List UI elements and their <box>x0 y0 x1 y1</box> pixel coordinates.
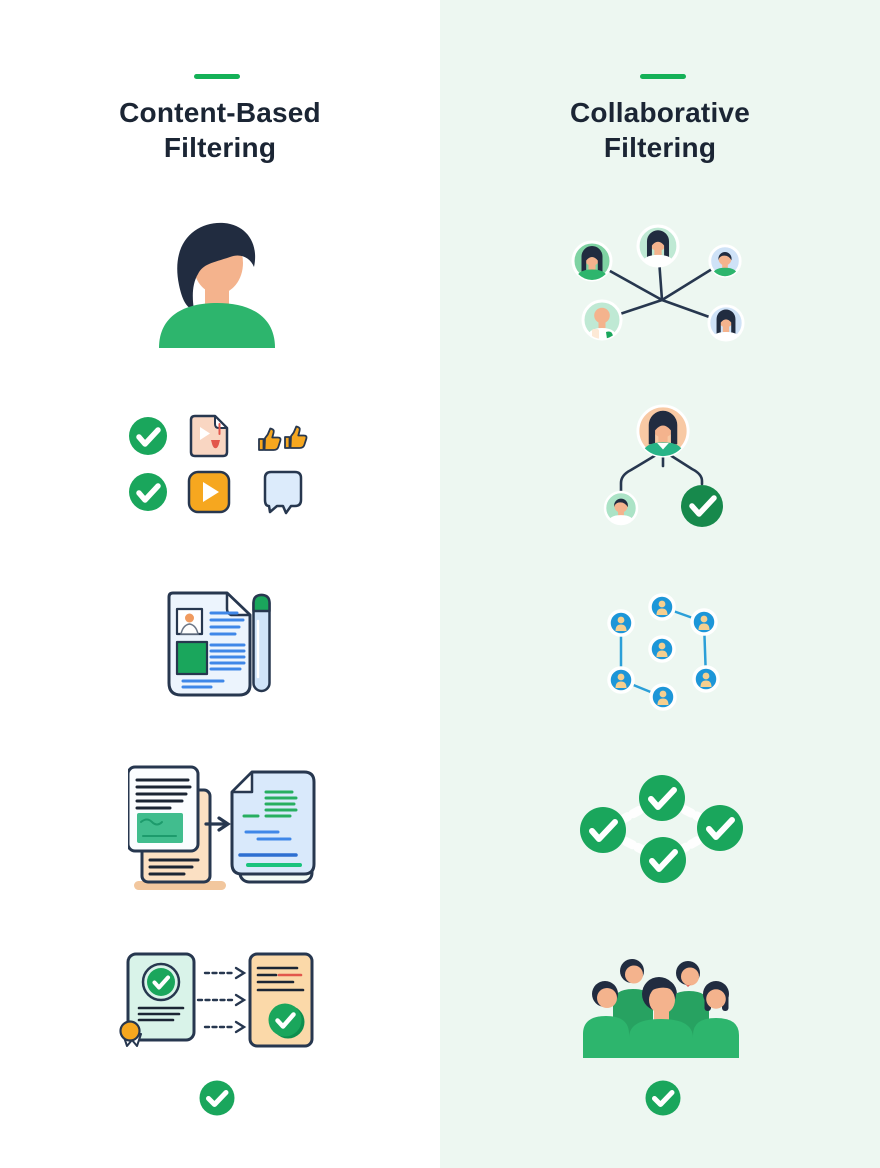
crowd-person-center <box>629 977 693 1058</box>
crowd-person-left <box>583 981 629 1058</box>
user-node <box>690 608 718 636</box>
crowd-person-right <box>693 981 739 1058</box>
avatar-similar-user <box>603 490 639 526</box>
user-graph-icon <box>585 585 740 715</box>
avatar-shirt <box>159 303 275 348</box>
result-doc-front <box>230 770 316 876</box>
preference-icons <box>122 406 312 518</box>
user-node <box>607 609 635 637</box>
title-line-1: Collaborative <box>570 97 750 128</box>
user-network-icon <box>563 220 763 352</box>
content-matching <box>105 936 330 1058</box>
avatar-female-mint <box>636 224 680 268</box>
check-badge-icon <box>644 1079 682 1117</box>
dashed-arrow-icon <box>196 966 247 1034</box>
content-based-title: Content-Based Filtering <box>0 95 440 165</box>
check-network-icon <box>575 768 750 888</box>
certificate-icon <box>119 952 196 1047</box>
recommendation-tree-icon <box>589 398 739 543</box>
user-node <box>648 593 676 621</box>
avatar-female-green <box>571 240 613 282</box>
content-based-column: Content-Based Filtering <box>0 74 440 1117</box>
check-circle-icon <box>129 417 167 455</box>
check-node <box>697 805 743 851</box>
accent-dash <box>640 74 686 79</box>
profile-article-icon <box>165 589 275 701</box>
video-file-icon <box>189 414 229 458</box>
collaborative-column: Collaborative Filtering <box>440 0 880 1168</box>
title-line-2: Filtering <box>163 132 277 163</box>
seal-icon <box>119 1020 141 1042</box>
title-line-2: Filtering <box>603 132 717 163</box>
check-circle-icon <box>129 473 167 511</box>
document-compare-icon <box>128 752 318 895</box>
avatar-person-mint <box>581 299 623 341</box>
check-node <box>640 837 686 883</box>
user-node <box>692 665 720 693</box>
tree-links <box>619 453 704 494</box>
check-badge-icon <box>198 1079 236 1117</box>
user-node <box>648 635 676 663</box>
user-avatar-icon <box>142 213 292 348</box>
source-doc-front <box>128 765 200 853</box>
avatar-female-blue <box>707 304 745 342</box>
comment-bubble-icon <box>263 470 303 515</box>
article-image-block <box>175 640 209 676</box>
check-node <box>580 807 626 853</box>
arrow-right-icon <box>204 816 231 832</box>
user-crowd-icon <box>575 940 750 1058</box>
user-node <box>649 683 677 711</box>
play-button-icon <box>187 470 231 514</box>
title-line-1: Content-Based <box>119 97 321 128</box>
accent-dash <box>194 74 240 79</box>
avatar-target-user <box>636 404 690 458</box>
thumbs-up-icon <box>258 425 308 451</box>
avatar-hair <box>177 222 256 310</box>
recommended-check-icon <box>681 485 723 527</box>
avatar-male-blue <box>708 244 742 278</box>
collaborative-title: Collaborative Filtering <box>440 95 880 165</box>
user-node <box>607 666 635 694</box>
matched-document-icon <box>248 952 314 1048</box>
check-node <box>639 775 685 821</box>
test-tube-icon <box>252 593 271 693</box>
